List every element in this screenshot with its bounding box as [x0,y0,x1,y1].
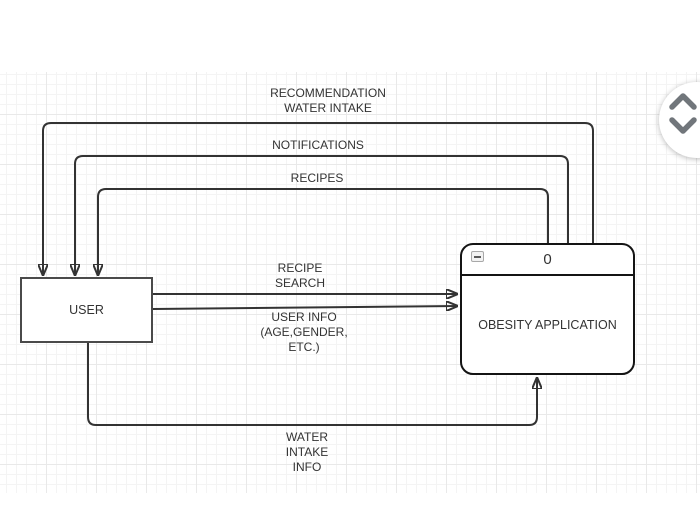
flow-label-line: ETC.) [288,340,320,354]
flow-label-line: WATER [285,430,328,444]
chevron-up-icon[interactable] [669,93,697,110]
flow-user-info-line [152,306,458,309]
flow-label-water-intake-info: WATER INTAKE INFO [286,430,328,475]
process-header: 0 [462,245,633,276]
flow-label-notifications: NOTIFICATIONS [272,138,364,153]
flow-notifications-line [75,155,569,276]
flow-label-line: RECIPE [277,261,323,275]
flow-label-recipe-search: RECIPE SEARCH [275,261,325,291]
flow-label-line: INTAKE [285,445,329,459]
flow-label-recipes: RECIPES [291,171,344,186]
flow-label-line: INFO [292,460,322,474]
chevron-down-icon[interactable] [669,117,697,134]
flow-label-line: RECOMMENDATION [270,86,386,100]
process-body: OBESITY APPLICATION [462,276,633,373]
flow-label-line: WATER INTAKE [284,101,372,115]
scroll-widget[interactable] [659,82,700,158]
flow-label-line: NOTIFICATIONS [272,138,364,152]
obesity-application-process-box: 0 OBESITY APPLICATION [460,243,635,375]
process-number: 0 [543,251,552,268]
flow-label-line: (AGE,GENDER, [260,325,348,339]
collapse-minus-icon [471,251,484,262]
flow-label-line: SEARCH [274,276,326,290]
flow-label-line: USER INFO [271,310,337,324]
flow-label-line: RECIPES [290,171,344,185]
flow-label-user-info: USER INFO (AGE,GENDER, ETC.) [260,310,347,355]
flow-recipes-line [98,188,549,276]
user-entity-box: USER [20,277,153,343]
flow-label-recommendation-water-intake: RECOMMENDATION WATER INTAKE [270,86,386,116]
flow-water-intake-info-line [87,343,537,426]
process-label: OBESITY APPLICATION [478,317,617,332]
flow-recommendation-water-intake-line [43,122,594,276]
user-entity-label: USER [69,303,104,317]
